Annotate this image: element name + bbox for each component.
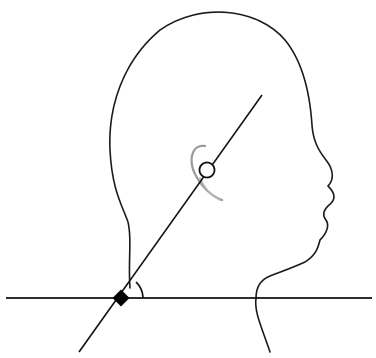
neck-point-marker [113, 290, 130, 307]
head-outline [110, 12, 334, 298]
craniovertebral-angle-line [79, 95, 262, 352]
angle-arc [136, 282, 143, 298]
neck-front-outline [256, 298, 270, 352]
ear-point-marker [200, 163, 215, 178]
